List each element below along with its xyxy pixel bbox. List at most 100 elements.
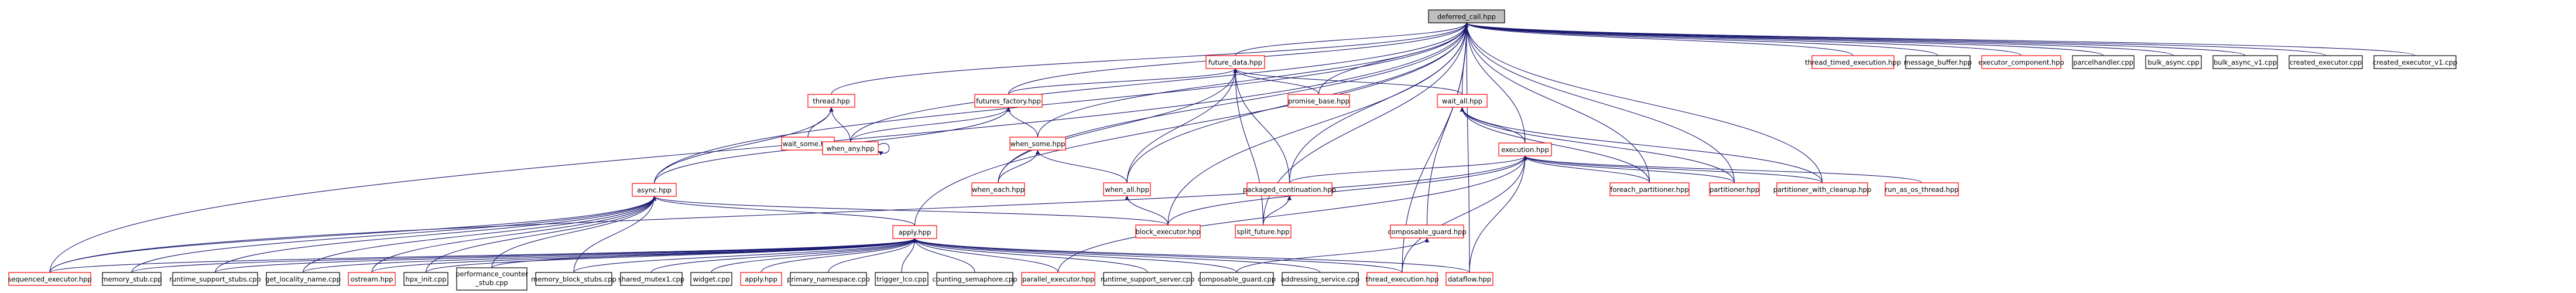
node-counting-semaphore-cpp[interactable]: counting_semaphore.cpp (932, 272, 1018, 286)
node-executor-component-hpp[interactable]: executor_component.hpp (1978, 55, 2064, 69)
node-when-each-hpp[interactable]: when_each.hpp (971, 182, 1025, 196)
edge-future_data_hpp-to-root (1235, 22, 1469, 56)
node-packaged-continuation-hpp[interactable]: packaged_continuation.hpp (1243, 182, 1336, 196)
node-created-executor-cpp[interactable]: created_executor.cpp (2289, 55, 2363, 69)
node-thread-hpp[interactable]: thread.hpp (807, 94, 855, 108)
node-when-any-hpp[interactable]: when_any.hpp (822, 141, 879, 155)
node-label: partitioner.hpp (1710, 186, 1759, 194)
node-box (974, 94, 1043, 108)
node-label: parallel_executor.hpp (1022, 275, 1094, 284)
node-parcelhandler-cpp[interactable]: parcelhandler.cpp (2072, 55, 2135, 69)
node-label: promise_base.hpp (1288, 97, 1349, 105)
node-wait-some-hpp[interactable]: wait_some.hpp (781, 137, 835, 151)
node-label: runtime_support_server.cpp (1101, 275, 1195, 284)
edge-thread_execution_hpp-to-apply_hpp (912, 238, 1403, 273)
edge-bulk_async_v1_cpp-to-root (1464, 22, 2246, 56)
node-box (1885, 182, 1959, 196)
node-label: sequenced_executor.hpp (8, 275, 91, 284)
node-created-executor-v1-cpp[interactable]: created_executor_v1.cpp (2373, 55, 2457, 69)
node-label: partitioner_with_cleanup.hpp (1773, 186, 1872, 194)
node-root[interactable]: deferred_call.hpp (1428, 9, 1505, 23)
edge-created_executor_cpp-to-root (1464, 22, 2327, 56)
node-when-all-hpp[interactable]: when_all.hpp (1103, 182, 1151, 196)
node-box (2145, 55, 2202, 69)
node-box (936, 272, 1013, 286)
node-trigger-lco-cpp[interactable]: trigger_lco.cpp (875, 272, 929, 286)
node-runtime-support-server-cpp[interactable]: runtime_support_server.cpp (1101, 272, 1195, 286)
edge-wait_all_hpp-to-future_data_hpp (1233, 68, 1463, 95)
node-box (1437, 94, 1488, 108)
edge-get_locality_name_cpp-to-async_hpp (302, 196, 657, 273)
node-split-future-hpp[interactable]: split_future.hpp (1235, 224, 1292, 239)
edge-hpx_init_cpp-to-apply_hpp (425, 238, 917, 273)
edge-runtime_support_stubs_cpp-to-async_hpp (214, 196, 657, 273)
node-widget-cpp[interactable]: widget.cpp (690, 272, 732, 286)
node-box (535, 272, 612, 286)
node-execution-hpp[interactable]: execution.hpp (1498, 142, 1552, 156)
node-label: when_some.hpp (1010, 140, 1066, 148)
edge-layer (49, 22, 2416, 273)
node-message-buffer-hpp[interactable]: message_buffer.hpp (1904, 55, 1972, 69)
node-memory-stub-cpp[interactable]: memory_stub.cpp (101, 272, 162, 286)
node-promise-base-hpp[interactable]: promise_base.hpp (1287, 94, 1350, 108)
node-block-executor-hpp[interactable]: block_executor.hpp (1135, 224, 1201, 239)
node-parallel-executor-hpp[interactable]: parallel_executor.hpp (1021, 272, 1095, 286)
node-composable-guard-cpp[interactable]: composable_guard.cpp (1198, 272, 1276, 286)
node-apply-hpp-2[interactable]: apply.hpp (740, 272, 782, 286)
edge-execution_hpp-to-root (1464, 22, 1526, 144)
node-futures-factory-hpp[interactable]: futures_factory.hpp (974, 94, 1043, 108)
edge-primary_namespace_cpp-to-apply_hpp (828, 238, 917, 273)
node-box (1609, 182, 1690, 196)
node-label: created_executor.cpp (2290, 59, 2362, 67)
node-primary-namespace-cpp[interactable]: primary_namespace.cpp (787, 272, 870, 286)
node-dataflow-hpp[interactable]: dataflow.hpp (1445, 272, 1493, 286)
node-composable-guard-hpp[interactable]: composable_guard.hpp (1388, 224, 1467, 239)
edge-composable_guard_cpp-to-composable_guard_hpp (1236, 237, 1430, 273)
node-box (1498, 142, 1552, 156)
edge-dataflow_hpp-to-apply_hpp (912, 238, 1470, 273)
edge-when_each_hpp-to-when_some_hpp (998, 149, 1040, 183)
node-memory-block-stubs-cpp[interactable]: memory_block_stubs.cpp (531, 272, 616, 286)
edge-block_executor_hpp-to-execution_hpp (1167, 155, 1527, 226)
node-get-locality-name-cpp[interactable]: get_locality_name.cpp (265, 272, 341, 286)
node-run-as-os-thread-hpp[interactable]: run_as_os_thread.hpp (1885, 182, 1959, 196)
edge-sequenced_executor_hpp-to-execution_hpp (49, 155, 1527, 273)
node-async-hpp[interactable]: async.hpp (632, 183, 677, 197)
node-foreach-partitioner-hpp[interactable]: foreach_partitioner.hpp (1609, 182, 1690, 196)
node-shared-mutex1-cpp[interactable]: shared_mutex1.cpp (618, 272, 685, 286)
node-partitioner-with-cleanup-hpp[interactable]: partitioner_with_cleanup.hpp (1773, 182, 1872, 196)
node-performance-counter-stub-cpp[interactable]: performance_counter_stub.cpp (455, 267, 528, 291)
node-thread-timed-execution-hpp[interactable]: thread_timed_execution.hpp (1805, 55, 1901, 69)
node-runtime-support-stubs-cpp[interactable]: runtime_support_stubs.cpp (169, 272, 261, 286)
node-partitioner-hpp[interactable]: partitioner.hpp (1709, 182, 1760, 196)
edge-partitioner_hpp-to-execution_hpp (1523, 155, 1735, 183)
node-label: runtime_support_stubs.cpp (169, 275, 261, 284)
edge-dataflow_hpp-to-execution_hpp (1469, 155, 1527, 273)
node-addressing-service-cpp[interactable]: addressing_service.cpp (1281, 272, 1360, 286)
node-label: message_buffer.hpp (1904, 59, 1972, 67)
node-box (1366, 272, 1438, 286)
node-thread-execution-hpp[interactable]: thread_execution.hpp (1365, 272, 1439, 286)
node-hpx-init-cpp[interactable]: hpx_init.cpp (403, 272, 448, 286)
node-future-data-hpp[interactable]: future_data.hpp (1205, 55, 1265, 69)
node-box (1428, 9, 1505, 23)
node-sequenced-executor-hpp[interactable]: sequenced_executor.hpp (8, 272, 92, 286)
node-label: executor_component.hpp (1978, 59, 2064, 67)
node-when-some-hpp[interactable]: when_some.hpp (1009, 137, 1066, 151)
node-label: wait_some.hpp (783, 140, 834, 148)
node-apply-hpp[interactable]: apply.hpp (892, 225, 937, 239)
node-label: memory_stub.cpp (101, 275, 162, 284)
edge-block_executor_hpp-to-async_hpp (652, 196, 1169, 226)
node-box (1776, 182, 1868, 196)
node-box (2289, 55, 2363, 69)
node-ostream-hpp[interactable]: ostream.hpp (348, 272, 396, 286)
node-bulk-async-v1-cpp[interactable]: bulk_async_v1.cpp (2212, 55, 2278, 69)
edge-parallel_executor_hpp-to-execution_hpp (1057, 155, 1527, 273)
node-label: execution.hpp (1501, 146, 1549, 154)
edge-when_all_hpp-to-when_some_hpp (1035, 149, 1128, 183)
node-wait-all-hpp[interactable]: wait_all.hpp (1437, 94, 1488, 108)
edge-block_executor_hpp-to-when_all_hpp (1125, 195, 1169, 226)
node-bulk-async-cpp[interactable]: bulk_async.cpp (2145, 55, 2202, 69)
node-box (1811, 55, 1895, 69)
